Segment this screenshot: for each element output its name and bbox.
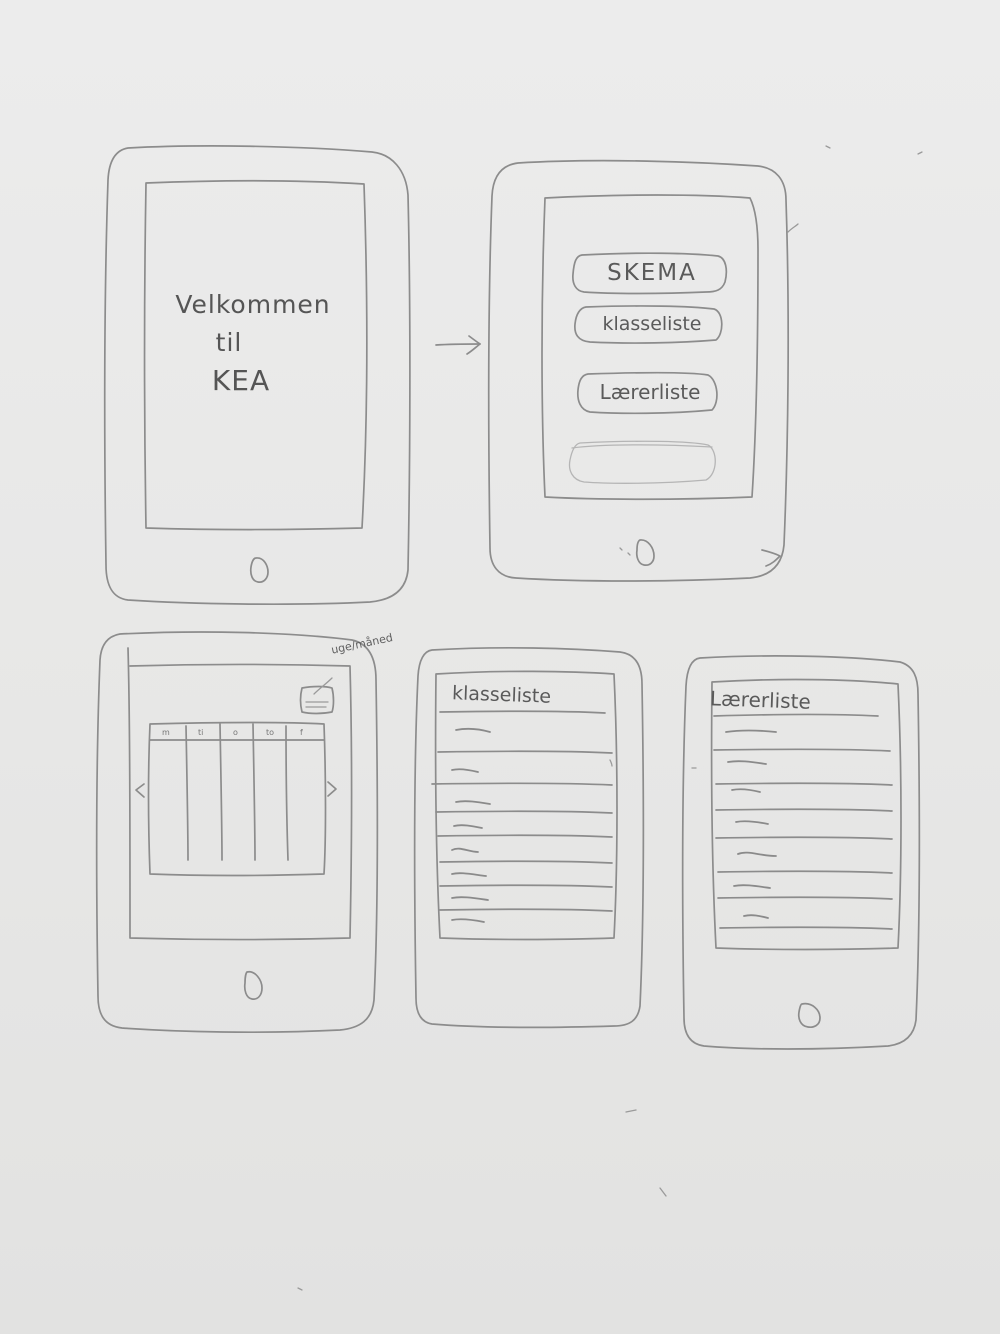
phone-schedule-outline [95,631,379,1034]
welcome-line-1: Velkommen [175,290,331,319]
home-button-icon [249,557,269,583]
next-arrow-icon [327,781,337,797]
phone-classlist-outline [413,646,645,1029]
teacher-list-title: Lærerliste [709,686,812,714]
day-header: o [233,728,238,737]
day-header: ti [198,728,204,737]
day-header: f [300,728,303,737]
home-button-icon [635,539,655,566]
welcome-line-2: til [215,328,243,357]
menu-button-laererliste[interactable]: Lærerliste [599,380,701,404]
phone-menu-outline [487,159,799,582]
home-button-icon [243,970,263,1000]
phone-teacherlist-outline [681,655,921,1050]
welcome-line-3: KEA [211,364,271,397]
day-header: m [162,728,170,737]
home-button-icon [797,1002,821,1029]
prev-arrow-icon [135,783,145,798]
calendar-toggle-icon [299,685,335,715]
phone-welcome-outline [103,145,411,606]
day-header: to [266,728,275,737]
arrow-right-icon [435,335,481,355]
menu-button-skema[interactable]: SKEMA [607,260,697,286]
class-list-title: klasseliste [451,682,552,708]
menu-button-klasseliste[interactable]: klasseliste [602,313,702,335]
